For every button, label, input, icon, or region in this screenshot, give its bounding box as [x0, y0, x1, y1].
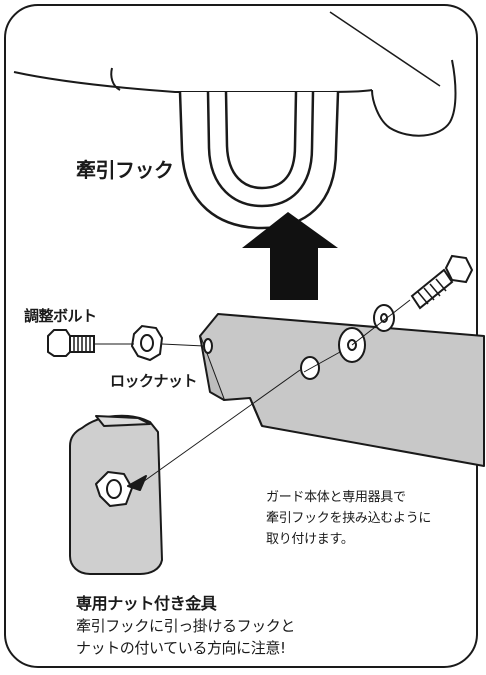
instruction-line: 取り付けます。 — [266, 532, 354, 547]
lock-nut-label: ロックナット — [110, 372, 198, 390]
adjust-bolt-icon — [47, 329, 95, 357]
instruction-line: ガード本体と専用器具で — [266, 490, 406, 505]
note-line: ナットの付いている方向に注意! — [76, 639, 286, 657]
bolt-icon — [303, 254, 474, 373]
tow-hook-shape — [178, 91, 340, 230]
installation-instruction: ガード本体と専用器具で 牽引フックを挟み込むように 取り付けます。 — [266, 487, 431, 550]
tow-hook-label: 牽引フック — [76, 158, 174, 182]
note-title: 専用ナット付き金具 — [76, 594, 217, 613]
adjust-bolt-label: 調整ボルト — [24, 307, 97, 325]
bracket-note: 専用ナット付き金具 牽引フックに引っ掛けるフックと ナットの付いている方向に注意… — [76, 593, 295, 659]
lock-nut-icon — [94, 324, 205, 362]
upward-arrow-icon — [242, 212, 338, 300]
instruction-line: 牽引フックを挟み込むように — [266, 511, 432, 526]
special-bracket — [69, 369, 301, 575]
guard-plate — [199, 313, 485, 467]
note-line: 牽引フックに引っ掛けるフックと — [76, 617, 296, 635]
vehicle-underbody — [13, 11, 457, 137]
